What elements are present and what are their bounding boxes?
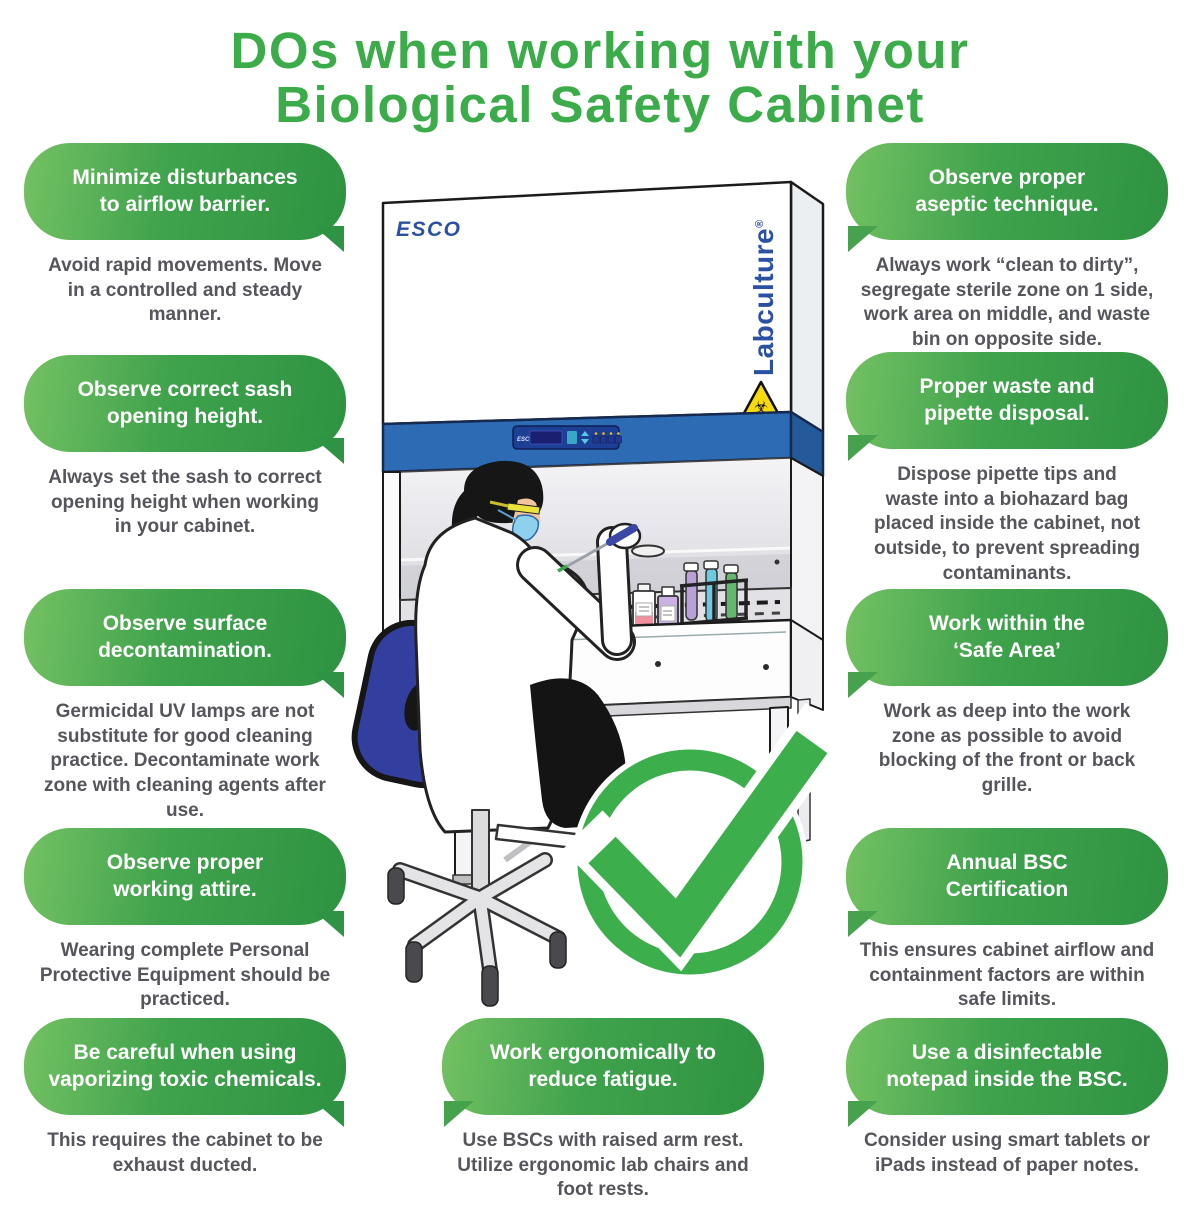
tip-heading: Be careful when using vaporizing toxic c… — [48, 1041, 322, 1091]
tip-heading: Annual BSC Certification — [945, 851, 1069, 901]
panel-display — [529, 430, 563, 445]
tip-working-attire: Observe proper working attire. Wearing c… — [10, 828, 360, 1013]
tip-body: Germicidal UV lamps are not substitute f… — [44, 701, 326, 821]
tip-heading: Work within the ‘Safe Area’ — [929, 612, 1085, 662]
tip-heading-pill: Proper waste and pipette disposal. — [846, 352, 1168, 449]
tip-heading: Observe proper working attire. — [106, 851, 264, 901]
tip-work-ergonomically: Work ergonomically to reduce fatigue. Us… — [428, 1018, 778, 1203]
tip-waste-disposal: Proper waste and pipette disposal. Dispo… — [832, 352, 1182, 586]
tip-heading: Observe correct sash opening height. — [77, 378, 293, 428]
tip-body: Dispose pipette tips and waste into a bi… — [873, 464, 1141, 584]
tip-heading-pill: Use a disinfectable notepad inside the B… — [846, 1018, 1168, 1115]
service-port — [774, 559, 780, 565]
tip-toxic-chemicals: Be careful when using vaporizing toxic c… — [10, 1018, 360, 1178]
esco-logo: ESCO — [396, 218, 462, 241]
tip-heading: Use a disinfectable notepad inside the B… — [886, 1041, 1128, 1091]
tip-heading: Observe proper aseptic technique. — [915, 166, 1099, 216]
page-title: DOs when working with your Biological Sa… — [0, 22, 1200, 134]
tip-heading-pill: Minimize disturbances to airflow barrier… — [24, 143, 346, 240]
test-tube-rack — [679, 560, 749, 626]
tip-body: Wearing complete Personal Protective Equ… — [39, 940, 331, 1011]
petri-dish — [631, 544, 665, 558]
panel-mute-button — [567, 431, 577, 444]
tip-heading: Work ergonomically to reduce fatigue. — [490, 1041, 716, 1091]
tip-minimize-disturbances: Minimize disturbances to airflow barrier… — [10, 143, 360, 328]
tip-body: This ensures cabinet airflow and contain… — [859, 940, 1155, 1011]
tip-heading-pill: Observe proper aseptic technique. — [846, 143, 1168, 240]
tip-body: Avoid rapid movements. Move in a control… — [48, 255, 322, 326]
tip-aseptic-technique: Observe proper aseptic technique. Always… — [832, 143, 1182, 353]
pipette — [563, 539, 613, 570]
tip-safe-area: Work within the ‘Safe Area’ Work as deep… — [832, 589, 1182, 799]
control-panel: ESCO — [512, 425, 622, 450]
tip-heading: Observe surface decontamination. — [98, 612, 272, 662]
tip-body: Always work “clean to dirty”, segregate … — [860, 255, 1154, 351]
tip-disinfectable-notepad: Use a disinfectable notepad inside the B… — [832, 1018, 1182, 1178]
panel-buttons — [592, 432, 622, 444]
tip-body: Consider using smart tablets or iPads in… — [863, 1130, 1151, 1176]
labculture-text: Labculture — [748, 228, 779, 376]
panel-logo: ESCO — [517, 437, 534, 443]
panel-arrow-buttons — [581, 431, 589, 444]
labculture-logo: Labculture® — [748, 219, 779, 376]
safety-glasses — [506, 502, 541, 515]
checkmark-icon — [562, 702, 852, 980]
tip-body: This requires the cabinet to be exhaust … — [47, 1130, 323, 1176]
tip-heading-pill: Annual BSC Certification — [846, 828, 1168, 925]
tip-heading-pill: Observe correct sash opening height. — [24, 355, 346, 452]
sash-header: ESCO — [381, 410, 825, 478]
tip-heading-pill: Be careful when using vaporizing toxic c… — [24, 1018, 346, 1115]
tip-heading-pill: Work ergonomically to reduce fatigue. — [442, 1018, 764, 1115]
cabinet-hood: ESCO Labculture® ☣ — [381, 180, 825, 434]
tip-heading-pill: Observe proper working attire. — [24, 828, 346, 925]
page-title-line-2: Biological Safety Cabinet — [275, 76, 925, 134]
biohazard-glyph: ☣ — [754, 397, 768, 416]
tip-body: Always set the sash to correct opening h… — [48, 467, 322, 538]
page-title-line-1: DOs when working with your — [230, 22, 970, 79]
tip-annual-certification: Annual BSC Certification This ensures ca… — [832, 828, 1182, 1013]
tip-heading-pill: Observe surface decontamination. — [24, 589, 346, 686]
tip-sash-height: Observe correct sash opening height. Alw… — [10, 355, 360, 540]
tip-heading: Proper waste and pipette disposal. — [919, 375, 1095, 425]
tip-heading: Minimize disturbances to airflow barrier… — [72, 166, 298, 216]
tip-body: Work as deep into the work zone as possi… — [878, 701, 1136, 797]
registered-mark: ® — [754, 219, 766, 228]
tip-body: Use BSCs with raised arm rest. Utilize e… — [457, 1130, 749, 1201]
face-mask — [511, 514, 540, 542]
tip-surface-decontamination: Observe surface decontamination. Germici… — [10, 589, 360, 823]
tip-heading-pill: Work within the ‘Safe Area’ — [846, 589, 1168, 686]
